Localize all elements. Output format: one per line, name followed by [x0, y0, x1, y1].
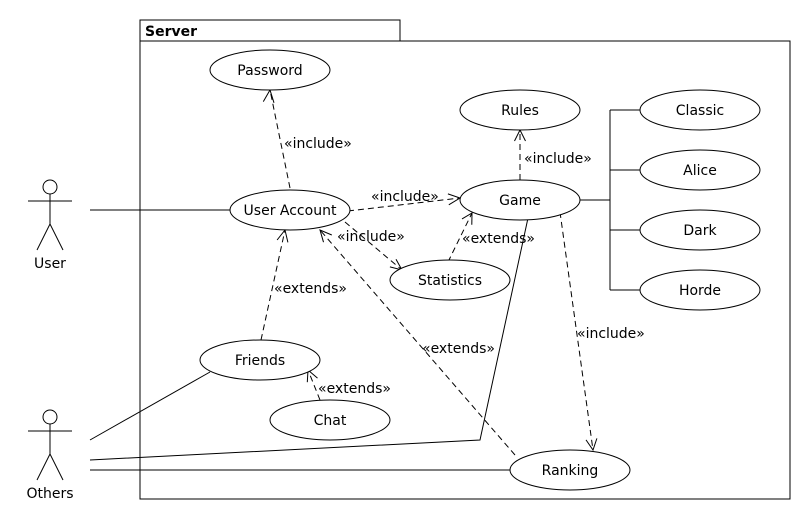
- usecase-user-account-label: User Account: [244, 203, 337, 219]
- usecase-statistics-label: Statistics: [418, 273, 482, 289]
- usecase-rules-label: Rules: [501, 103, 539, 119]
- label-account-game: «include»: [371, 189, 439, 205]
- associations: [89, 109, 640, 471]
- usecase-user-account[interactable]: User Account: [229, 189, 351, 231]
- dep-ranking-useraccount: [319, 229, 516, 456]
- dep-game-ranking: [559, 211, 598, 452]
- label-account-password: «include»: [284, 136, 352, 152]
- usecase-chat-label: Chat: [314, 413, 347, 429]
- usecase-ranking[interactable]: Ranking: [509, 449, 631, 491]
- usecase-alice-label: Alice: [683, 163, 717, 179]
- use-cases: Password User Account Friends Chat Rules…: [199, 49, 761, 491]
- actor-right-leg: [49, 453, 64, 481]
- arrowhead: [585, 438, 598, 452]
- actor-user-label: User: [34, 256, 66, 272]
- actor-head: [42, 409, 58, 425]
- usecase-friends-label: Friends: [235, 353, 285, 369]
- assoc-others-game: [89, 217, 529, 461]
- arrowhead: [319, 229, 332, 243]
- usecase-horde-label: Horde: [679, 283, 721, 299]
- arrowhead: [461, 212, 473, 225]
- usecase-horde[interactable]: Horde: [639, 269, 761, 311]
- usecase-password-label: Password: [237, 63, 302, 79]
- usecase-game-label: Game: [499, 193, 541, 209]
- usecase-ranking-label: Ranking: [542, 463, 599, 479]
- arrowhead: [262, 88, 275, 103]
- label-account-statistics: «include»: [337, 229, 405, 245]
- package-body: [139, 40, 791, 500]
- actor-right-leg: [49, 223, 64, 251]
- actor-others-label: Others: [26, 486, 73, 502]
- usecase-friends[interactable]: Friends: [199, 339, 321, 381]
- usecase-statistics[interactable]: Statistics: [389, 259, 511, 301]
- actor-head: [42, 179, 58, 195]
- package-title: Server: [145, 24, 197, 40]
- label-game-ranking: «include»: [577, 326, 645, 342]
- actor-user[interactable]: User: [28, 179, 72, 272]
- usecase-dark-label: Dark: [683, 223, 717, 239]
- label-game-rules: «include»: [524, 151, 592, 167]
- assoc-others-friends: [89, 371, 211, 441]
- label-ranking-account: «extends»: [422, 341, 495, 357]
- usecase-chat[interactable]: Chat: [269, 399, 391, 441]
- usecase-classic[interactable]: Classic: [639, 89, 761, 131]
- label-chat-friends: «extends»: [318, 381, 391, 397]
- usecase-game[interactable]: Game: [459, 179, 581, 221]
- usecase-password[interactable]: Password: [209, 49, 331, 91]
- dep-statistics-game: [447, 212, 473, 263]
- actor-left-leg: [36, 453, 51, 481]
- label-statistics-game: «extends»: [462, 231, 535, 247]
- server-package: Server: [139, 19, 791, 500]
- relation-labels: «include» «include» «include» «include» …: [274, 136, 645, 397]
- usecase-classic-label: Classic: [676, 103, 724, 119]
- usecase-dark[interactable]: Dark: [639, 209, 761, 251]
- label-friends-account: «extends»: [274, 281, 347, 297]
- actor-others[interactable]: Others: [26, 409, 74, 502]
- usecase-rules[interactable]: Rules: [459, 89, 581, 131]
- actor-left-leg: [36, 223, 51, 251]
- usecase-alice[interactable]: Alice: [639, 149, 761, 191]
